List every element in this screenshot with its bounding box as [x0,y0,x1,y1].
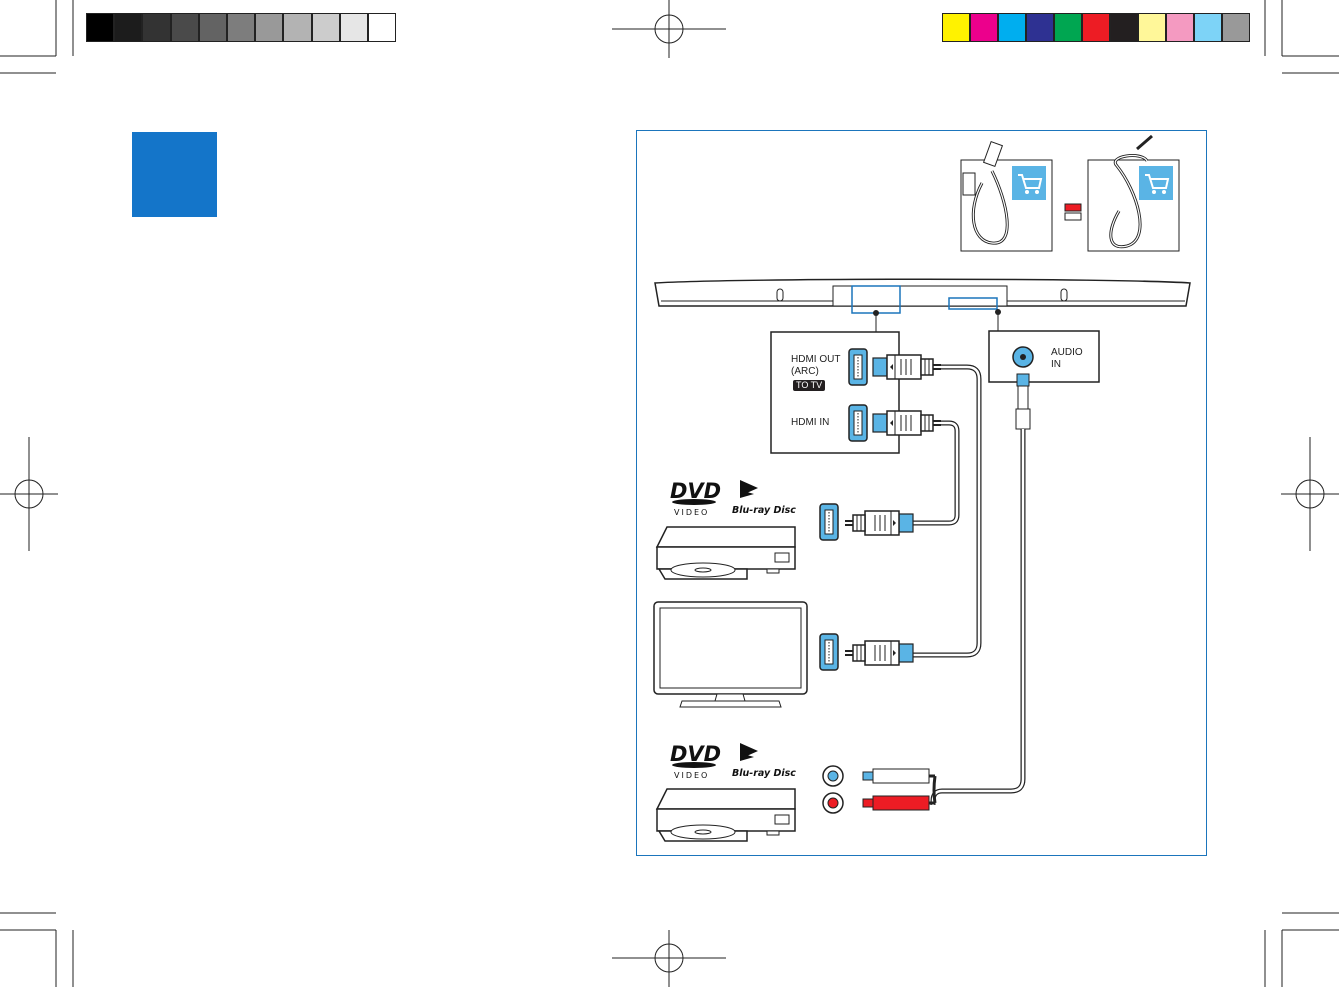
gray-swatch [283,13,311,42]
diagram-drawing: DVD VIDEO Blu-ray Disc [637,131,1208,857]
gray-swatch [312,13,340,42]
color-swatch [1110,13,1138,42]
gray-swatch [199,13,227,42]
hdmi-cable-icon [961,142,1052,251]
gray-swatch [255,13,283,42]
gray-swatch [114,13,142,42]
audio-in-label: AUDIO IN [1051,347,1083,371]
color-swatch [998,13,1026,42]
television [654,602,913,707]
gray-swatch [227,13,255,42]
hdmi-port-panel [771,332,941,453]
gray-swatch [86,13,114,42]
gray-swatch [340,13,368,42]
audio-in-panel [989,331,1099,429]
hdmi-in-label: HDMI IN [791,417,829,429]
dvd-bluray-player-1 [657,479,913,579]
hdmi-out-arc-label: HDMI OUT (ARC) [791,354,840,378]
color-swatch [1082,13,1110,42]
color-swatch [1194,13,1222,42]
color-swatch [1138,13,1166,42]
color-swatch [942,13,970,42]
gray-swatch [171,13,199,42]
connection-diagram: DVD VIDEO Blu-ray Disc [636,130,1207,856]
to-tv-badge: TO TV [793,380,825,391]
color-swatch [1222,13,1250,42]
soundbar [655,279,1190,332]
dvd-bluray-player-2 [657,742,935,841]
color-swatch [970,13,998,42]
rca-to-35mm-cable-icon [1065,136,1179,251]
section-marker-blue-square [132,132,217,217]
gray-swatch [142,13,170,42]
color-swatch [1166,13,1194,42]
gray-swatch [368,13,396,42]
color-swatch [1054,13,1082,42]
color-swatch [1026,13,1054,42]
